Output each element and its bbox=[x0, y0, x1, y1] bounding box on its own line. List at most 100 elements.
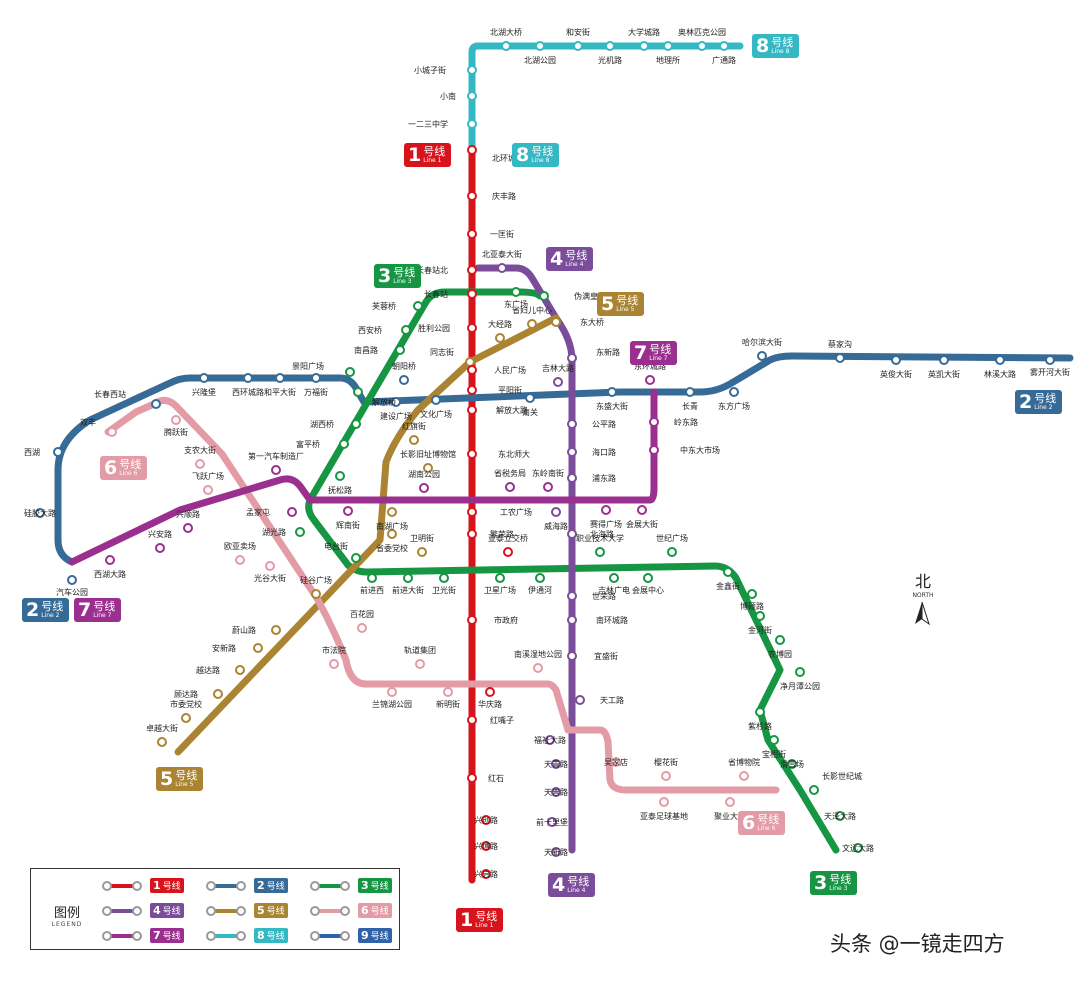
station-node[interactable] bbox=[391, 397, 401, 407]
station-node[interactable] bbox=[311, 589, 321, 599]
station-node[interactable] bbox=[105, 555, 115, 565]
station-node[interactable] bbox=[335, 471, 345, 481]
station-node[interactable] bbox=[567, 353, 577, 363]
station-node[interactable] bbox=[417, 547, 427, 557]
station-node[interactable] bbox=[525, 393, 535, 403]
station-node[interactable] bbox=[685, 387, 695, 397]
station-node[interactable] bbox=[467, 323, 477, 333]
station-node[interactable] bbox=[443, 687, 453, 697]
station-node[interactable] bbox=[995, 355, 1005, 365]
station-node[interactable] bbox=[203, 485, 213, 495]
station-node[interactable] bbox=[649, 445, 659, 455]
station-node[interactable] bbox=[235, 555, 245, 565]
station-node[interactable] bbox=[275, 373, 285, 383]
station-node[interactable] bbox=[567, 473, 577, 483]
station-node[interactable] bbox=[719, 41, 729, 51]
station-node[interactable] bbox=[527, 319, 537, 329]
station-node[interactable] bbox=[505, 482, 515, 492]
station-node[interactable] bbox=[485, 687, 495, 697]
station-node[interactable] bbox=[413, 301, 423, 311]
station-node[interactable] bbox=[567, 447, 577, 457]
station-node[interactable] bbox=[213, 689, 223, 699]
station-node[interactable] bbox=[265, 561, 275, 571]
station-node[interactable] bbox=[467, 385, 477, 395]
station-node[interactable] bbox=[567, 419, 577, 429]
station-node[interactable] bbox=[939, 355, 949, 365]
station-node[interactable] bbox=[607, 387, 617, 397]
station-node[interactable] bbox=[467, 229, 477, 239]
station-node[interactable] bbox=[725, 797, 735, 807]
station-node[interactable] bbox=[467, 615, 477, 625]
station-node[interactable] bbox=[467, 715, 477, 725]
station-node[interactable] bbox=[891, 355, 901, 365]
station-node[interactable] bbox=[467, 773, 477, 783]
station-node[interactable] bbox=[747, 589, 757, 599]
station-node[interactable] bbox=[659, 797, 669, 807]
station-node[interactable] bbox=[757, 351, 767, 361]
station-node[interactable] bbox=[551, 787, 561, 797]
station-node[interactable] bbox=[53, 447, 63, 457]
station-node[interactable] bbox=[611, 757, 621, 767]
station-node[interactable] bbox=[551, 317, 561, 327]
station-node[interactable] bbox=[467, 91, 477, 101]
station-node[interactable] bbox=[661, 771, 671, 781]
station-node[interactable] bbox=[399, 375, 409, 385]
station-node[interactable] bbox=[155, 543, 165, 553]
station-node[interactable] bbox=[419, 483, 429, 493]
station-node[interactable] bbox=[67, 575, 77, 585]
station-node[interactable] bbox=[409, 435, 419, 445]
station-node[interactable] bbox=[401, 325, 411, 335]
station-node[interactable] bbox=[535, 573, 545, 583]
station-node[interactable] bbox=[345, 367, 355, 377]
station-node[interactable] bbox=[573, 41, 583, 51]
station-node[interactable] bbox=[601, 505, 611, 515]
station-node[interactable] bbox=[567, 591, 577, 601]
station-node[interactable] bbox=[643, 573, 653, 583]
station-node[interactable] bbox=[171, 415, 181, 425]
station-node[interactable] bbox=[495, 333, 505, 343]
station-node[interactable] bbox=[157, 737, 167, 747]
station-node[interactable] bbox=[575, 695, 585, 705]
station-node[interactable] bbox=[151, 399, 161, 409]
station-node[interactable] bbox=[395, 345, 405, 355]
station-node[interactable] bbox=[551, 507, 561, 517]
station-node[interactable] bbox=[467, 191, 477, 201]
station-node[interactable] bbox=[567, 529, 577, 539]
station-node[interactable] bbox=[367, 573, 377, 583]
station-node[interactable] bbox=[539, 291, 549, 301]
station-node[interactable] bbox=[787, 759, 797, 769]
station-node[interactable] bbox=[467, 289, 477, 299]
station-node[interactable] bbox=[637, 505, 647, 515]
station-node[interactable] bbox=[423, 463, 433, 473]
station-node[interactable] bbox=[431, 395, 441, 405]
station-node[interactable] bbox=[415, 659, 425, 669]
station-node[interactable] bbox=[343, 506, 353, 516]
station-node[interactable] bbox=[199, 373, 209, 383]
station-node[interactable] bbox=[533, 663, 543, 673]
station-node[interactable] bbox=[567, 615, 577, 625]
station-node[interactable] bbox=[809, 785, 819, 795]
station-node[interactable] bbox=[339, 439, 349, 449]
station-node[interactable] bbox=[609, 573, 619, 583]
station-node[interactable] bbox=[387, 529, 397, 539]
station-node[interactable] bbox=[567, 651, 577, 661]
station-node[interactable] bbox=[723, 567, 733, 577]
station-node[interactable] bbox=[481, 815, 491, 825]
station-node[interactable] bbox=[467, 119, 477, 129]
station-node[interactable] bbox=[287, 507, 297, 517]
station-node[interactable] bbox=[739, 771, 749, 781]
station-node[interactable] bbox=[311, 373, 321, 383]
station-node[interactable] bbox=[271, 625, 281, 635]
station-node[interactable] bbox=[467, 507, 477, 517]
station-node[interactable] bbox=[755, 611, 765, 621]
station-node[interactable] bbox=[501, 41, 511, 51]
station-node[interactable] bbox=[697, 41, 707, 51]
station-node[interactable] bbox=[467, 449, 477, 459]
station-node[interactable] bbox=[467, 65, 477, 75]
station-node[interactable] bbox=[755, 707, 765, 717]
station-node[interactable] bbox=[295, 527, 305, 537]
station-node[interactable] bbox=[353, 387, 363, 397]
station-node[interactable] bbox=[467, 405, 477, 415]
station-node[interactable] bbox=[387, 507, 397, 517]
station-node[interactable] bbox=[605, 41, 615, 51]
